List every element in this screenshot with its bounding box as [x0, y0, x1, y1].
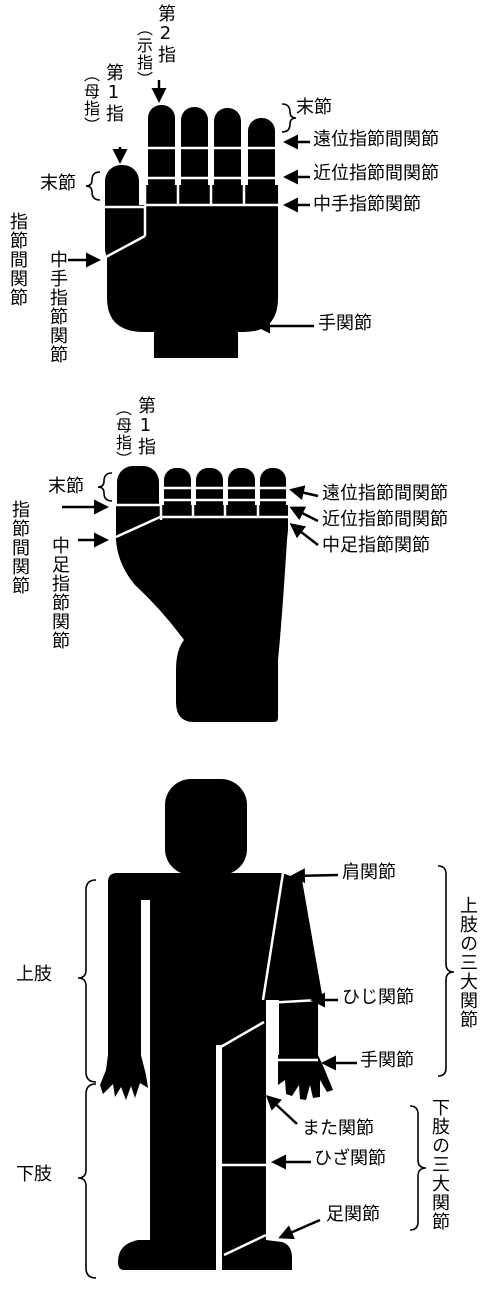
- hand-mcp-label: 中手指節関節: [313, 194, 421, 215]
- body-silhouette: [100, 779, 333, 1270]
- upper-limb-three-joints-label: 上肢の三大関節: [457, 896, 478, 1029]
- lower-limb-label: 下肢: [16, 1164, 52, 1185]
- lower-limb-three-joints-label: 下肢の三大関節: [429, 1098, 450, 1231]
- hand-wrist-label: 手関節: [318, 313, 372, 334]
- foot-mtp-vertical-label: 中足指節関節: [49, 536, 70, 650]
- foot-pip-label: 近位指節間関節: [322, 509, 448, 530]
- knee-joint-label: ひざ関節: [314, 1148, 386, 1169]
- ankle-joint-label: 足関節: [326, 1204, 380, 1225]
- hand-distal-phalanx-label: 末節: [296, 97, 332, 118]
- hand-thumb-mcp-label: 中手指節関節: [47, 250, 68, 364]
- hand-dip-label: 遠位指節間関節: [313, 129, 439, 150]
- hand-silhouette: [103, 105, 278, 358]
- hip-joint-label: また関節: [302, 1118, 374, 1139]
- hand-pip-label: 近位指節間関節: [313, 163, 439, 184]
- hand-thumb-distal-label: 末節: [40, 173, 76, 194]
- foot-distal-phalanx-label: 末節: [48, 476, 84, 497]
- brace-hand-distal-right: [281, 103, 297, 133]
- foot-ip-label: 指節間関節: [9, 500, 30, 595]
- foot-leaders: [62, 485, 319, 548]
- elbow-joint-label: ひじ関節: [342, 987, 414, 1008]
- brace-lower-three: [409, 1105, 427, 1231]
- foot-thumb-label: 第1指: [135, 396, 156, 456]
- foot-dip-label: 遠位指節間関節: [322, 483, 448, 504]
- body-leaders: [265, 868, 357, 1240]
- brace-hand-distal-left: [85, 171, 101, 201]
- shoulder-joint-label: 肩関節: [342, 862, 396, 883]
- hand-ip-label: 指節間関節: [7, 212, 28, 307]
- brace-upper-limb: [77, 879, 97, 1083]
- foot-thumb-paren-label: （母指）: [113, 400, 132, 468]
- foot-silhouette: [115, 466, 288, 722]
- hand-thumb-paren-label: （母指）: [81, 66, 100, 134]
- hand-index-label: 第2指: [155, 4, 176, 64]
- hand-leaders: [68, 80, 314, 334]
- brace-upper-three: [437, 865, 455, 1077]
- brace-foot-distal: [97, 472, 113, 502]
- hand-thumb-label: 第1指: [103, 63, 124, 123]
- wrist-joint-label: 手関節: [360, 1050, 414, 1071]
- foot-mtp-label: 中足指節関節: [322, 535, 430, 556]
- hand-index-paren-label: （示指）: [134, 20, 153, 88]
- upper-limb-label: 上肢: [16, 964, 52, 985]
- brace-lower-limb: [77, 1083, 97, 1279]
